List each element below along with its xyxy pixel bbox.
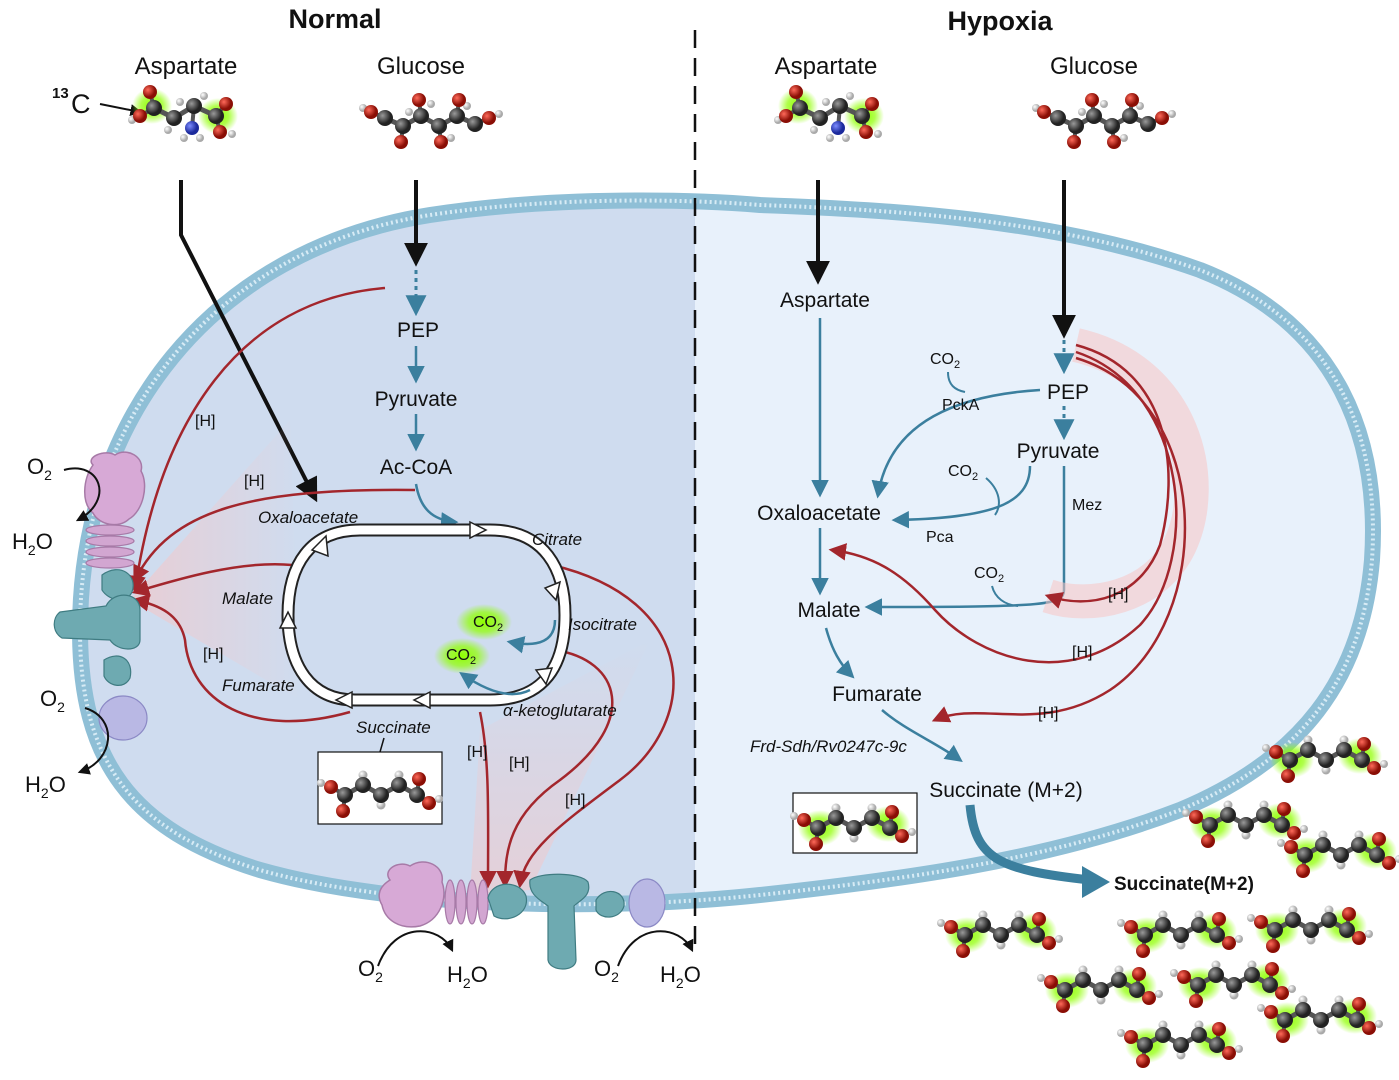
normal-citrate: Citrate (532, 530, 582, 549)
hypoxia-pyruvate: Pyruvate (1017, 440, 1100, 463)
normal-oxaloacetate: Oxaloacetate (258, 508, 358, 527)
hypoxia-h-flow-2 (828, 350, 1178, 664)
normal-co2-glow-2 (434, 638, 490, 674)
normal-co2-arrow-2 (459, 672, 531, 696)
normal-h-flow-accoa (133, 488, 416, 584)
normal-h-flow-akg (478, 711, 497, 889)
hypoxia-h-flow-3 (931, 356, 1187, 723)
normal-electron-flow-fan (130, 420, 300, 700)
hypoxia-aspartate-molecule (774, 85, 884, 142)
left-top-o2: O2 (27, 454, 52, 483)
left-respiratory-chain (53, 451, 148, 741)
left-bottom-h2o: H2O (25, 772, 66, 801)
normal-h-flow-succinate (131, 594, 351, 723)
hypoxia-frd-enzyme: Frd-Sdh/Rv0247c-9c (750, 737, 907, 756)
isotope-mass: 13 (52, 85, 69, 102)
normal-accoa: Ac-CoA (380, 456, 452, 479)
normal-fumarate: Fumarate (222, 676, 295, 695)
bottom-right-o2-arrow (617, 930, 694, 967)
left-bottom-o2: O2 (40, 686, 65, 715)
hypoxia-source-glucose: Glucose (1050, 53, 1138, 80)
normal-pyruvate: Pyruvate (375, 388, 458, 411)
bottom-respiratory-chain (378, 861, 666, 970)
normal-source-aspartate: Aspartate (135, 53, 238, 80)
normal-malate: Malate (222, 589, 273, 608)
normal-h-flow-pep (128, 286, 386, 594)
normal-source-glucose: Glucose (377, 53, 465, 80)
hypoxia-oxaloacetate: Oxaloacetate (757, 502, 881, 525)
bottom-left-h2o: H2O (447, 962, 488, 991)
hypoxia-panel-title: Hypoxia (947, 6, 1053, 36)
hypoxia-malate-to-fumarate-arrow (824, 627, 855, 679)
hypoxia-source-aspartate: Aspartate (775, 53, 878, 80)
normal-glucose-molecule (359, 93, 503, 149)
bottom-left-o2-arrow (377, 930, 454, 967)
hypoxia-fumarate: Fumarate (832, 683, 922, 706)
normal-accoa-to-citrate-arrow (414, 483, 459, 530)
normal-aspartate-uptake-arrow (179, 180, 318, 503)
hypoxia-h-label-1: [H] (1108, 586, 1128, 603)
normal-succinate-box-pointer (379, 737, 385, 753)
secreted-succinate-label: Succinate(M+2) (1114, 874, 1254, 895)
hypoxia-co2-pca: CO2 (948, 463, 978, 483)
cell-interior-right (695, 201, 1373, 901)
left-bottom-o2-arrow (77, 707, 110, 775)
normal-h-label-2: [H] (244, 473, 264, 490)
normal-pep: PEP (397, 319, 439, 342)
normal-co2-1: CO2 (473, 614, 503, 634)
hypoxia-co2-mez: CO2 (974, 565, 1004, 585)
normal-isocitrate: Isocitrate (568, 615, 637, 634)
normal-h-label-4: [H] (467, 744, 487, 761)
succinate-secretion-arrowhead (1082, 866, 1110, 898)
hypoxia-aspartate: Aspartate (780, 289, 870, 312)
hypoxia-pcka-arrow (871, 388, 1041, 499)
normal-h-label-6: [H] (565, 792, 585, 809)
hypoxia-h-label-2: [H] (1072, 644, 1092, 661)
normal-co2-arrow-1 (506, 619, 557, 654)
bottom-left-o2: O2 (358, 956, 383, 985)
tca-cycle (278, 520, 572, 710)
hypoxia-h-label-3: [H] (1038, 705, 1058, 722)
normal-h-label-3: [H] (203, 646, 223, 663)
normal-h-label-5: [H] (509, 755, 529, 772)
normal-h-flow-isocitrate (496, 648, 614, 889)
hypoxia-succinate-m2: Succinate (M+2) (929, 779, 1082, 802)
hypoxia-pcka-label: PckA (942, 397, 980, 414)
hypoxia-pca-label: Pca (926, 529, 954, 546)
hypoxia-co2-mez-inflow (991, 585, 1019, 607)
hypoxia-co2-pcka-inflow (947, 371, 966, 393)
hypoxia-glucose-molecule (1032, 93, 1176, 149)
bottom-right-o2: O2 (594, 956, 619, 985)
normal-co2-2: CO2 (446, 647, 476, 667)
hypoxia-co2-pca-inflow (985, 477, 1000, 516)
left-top-h2o: H2O (12, 529, 53, 558)
hypoxia-co2-pcka: CO2 (930, 351, 960, 371)
normal-aspartate-molecule (128, 85, 238, 142)
left-top-o2-arrow (63, 467, 101, 522)
normal-h-label-1: [H] (195, 413, 215, 430)
succinate-secretion-arrow (965, 804, 1091, 885)
hypoxia-malate: Malate (797, 599, 860, 622)
hypoxia-mez-label: Mez (1072, 497, 1102, 514)
hypoxia-pep: PEP (1047, 381, 1089, 404)
normal-panel-title: Normal (288, 4, 381, 34)
bottom-right-h2o: H2O (660, 962, 701, 991)
normal-h-flow-malate (131, 563, 293, 597)
normal-h-flow-citrate (513, 563, 675, 889)
normal-co2-glow-1 (456, 604, 512, 640)
hypoxia-fumarate-to-succinate-arrow (881, 709, 963, 763)
hypoxia-h-flow-1 (1044, 343, 1170, 609)
normal-succinate: Succinate (356, 718, 431, 737)
normal-akg: α-ketoglutarate (503, 701, 617, 720)
isotope-label: C (71, 89, 91, 119)
